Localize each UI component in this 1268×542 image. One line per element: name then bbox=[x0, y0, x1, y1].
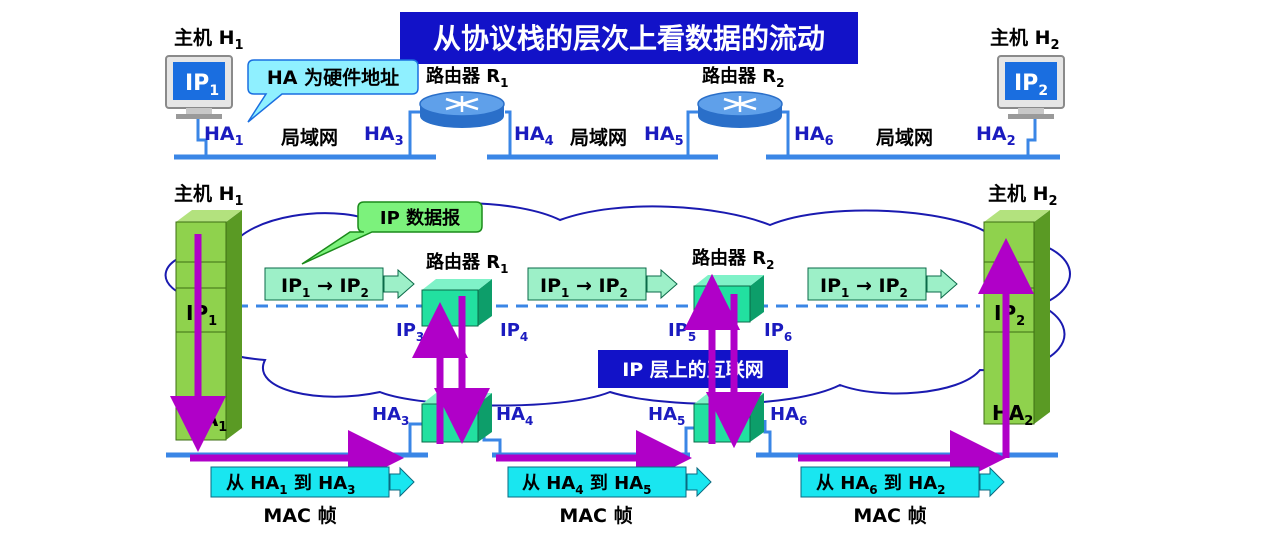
bottom-host2-label: 主机 H2 bbox=[988, 183, 1058, 209]
computer-icon: IP2 bbox=[997, 55, 1065, 119]
top-router2: 路由器 R2 bbox=[697, 65, 785, 128]
top-ha3: HA3 bbox=[364, 123, 404, 149]
bottom-host1-label: 主机 H1 bbox=[174, 183, 244, 209]
router2-ha6: HA6 bbox=[770, 404, 807, 428]
title-banner: 从协议栈的层次上看数据的流动 bbox=[400, 12, 858, 64]
hardware-address-callout: HA 为硬件地址 bbox=[247, 59, 419, 123]
mac-frame-2: 从 HA4 到 HA5 MAC 帧 bbox=[507, 466, 712, 527]
mac-frames: 从 HA1 到 HA3 MAC 帧 从 HA4 到 HA5 MAC 帧 从 HA… bbox=[210, 466, 1005, 527]
top-router1-label: 路由器 R1 bbox=[426, 65, 509, 90]
callout-text: HA 为硬件地址 bbox=[267, 66, 399, 89]
mac-frame-caption: MAC 帧 bbox=[853, 504, 926, 527]
top-ha4: HA4 bbox=[514, 123, 554, 149]
top-host2-label: 主机 H2 bbox=[990, 27, 1060, 53]
bottom-host2-stack: 主机 H2 IP2 HA2 bbox=[983, 183, 1058, 429]
top-ha2: HA2 bbox=[976, 123, 1016, 149]
bottom-lan-lines bbox=[166, 420, 1058, 458]
router2-ip5: IP5 bbox=[668, 320, 696, 344]
top-host1: 主机 H1 IP1 bbox=[165, 27, 244, 119]
router2-ip6: IP6 bbox=[764, 320, 792, 344]
mac-frame-1: 从 HA1 到 HA3 MAC 帧 bbox=[210, 466, 415, 527]
router2-ha5: HA5 bbox=[648, 404, 685, 428]
mac-frame-caption: MAC 帧 bbox=[263, 504, 336, 527]
page-title: 从协议栈的层次上看数据的流动 bbox=[433, 22, 825, 55]
ip-layer-internet-label: IP 层上的互联网 bbox=[598, 350, 788, 388]
top-lan-labels: 局域网 局域网 局域网 bbox=[281, 126, 933, 149]
mac-frame-text: 从 HA6 到 HA2 bbox=[816, 473, 946, 497]
mac-frame-text: 从 HA1 到 HA3 bbox=[226, 473, 356, 497]
top-ha-labels: HA1 HA3 HA4 HA5 HA6 HA2 bbox=[204, 123, 1016, 149]
top-ha6: HA6 bbox=[794, 123, 834, 149]
ip-datagram-text: IP1 → IP2 bbox=[281, 275, 369, 300]
top-ha5: HA5 bbox=[644, 123, 684, 149]
ip-datagram-arrows: IP1 → IP2 IP1 → IP2 IP1 → IP2 bbox=[264, 267, 958, 301]
ip-datagram-text: IP1 → IP2 bbox=[820, 275, 908, 300]
internet-label-text: IP 层上的互联网 bbox=[622, 358, 764, 381]
bottom-host1-stack: 主机 H1 IP1 HA1 bbox=[174, 183, 244, 441]
router1-ip4: IP4 bbox=[500, 320, 528, 344]
bottom-router1-label: 路由器 R1 bbox=[426, 251, 509, 276]
top-host1-label: 主机 H1 bbox=[174, 27, 244, 53]
ip-datagram-callout: IP 数据报 bbox=[301, 201, 483, 265]
ip-datagram-callout-text: IP 数据报 bbox=[380, 207, 460, 229]
top-host2: 主机 H2 IP2 bbox=[990, 27, 1065, 119]
lan-label: 局域网 bbox=[570, 126, 627, 149]
ip-datagram-arrow-1: IP1 → IP2 bbox=[264, 267, 415, 301]
bottom-router2-label: 路由器 R2 bbox=[692, 247, 775, 272]
router1-ha3: HA3 bbox=[372, 404, 409, 428]
mac-frame-text: 从 HA4 到 HA5 bbox=[522, 473, 652, 497]
lan-label: 局域网 bbox=[281, 126, 338, 149]
top-router1: 路由器 R1 bbox=[419, 65, 509, 128]
computer-icon: IP1 bbox=[165, 55, 233, 119]
mac-frame-3: 从 HA6 到 HA2 MAC 帧 bbox=[800, 466, 1005, 527]
router-icon bbox=[697, 91, 783, 128]
top-host2-ip: IP2 bbox=[1014, 71, 1048, 99]
router1-ha4: HA4 bbox=[496, 404, 533, 428]
top-ha1: HA1 bbox=[204, 123, 244, 149]
top-router2-label: 路由器 R2 bbox=[702, 65, 785, 90]
ip-datagram-text: IP1 → IP2 bbox=[540, 275, 628, 300]
mac-frame-caption: MAC 帧 bbox=[559, 504, 632, 527]
ip-datagram-arrow-3: IP1 → IP2 bbox=[807, 267, 958, 301]
lan-label: 局域网 bbox=[876, 126, 933, 149]
top-host1-ip: IP1 bbox=[185, 71, 219, 99]
ip-datagram-arrow-2: IP1 → IP2 bbox=[527, 267, 678, 301]
router-icon bbox=[419, 91, 505, 128]
